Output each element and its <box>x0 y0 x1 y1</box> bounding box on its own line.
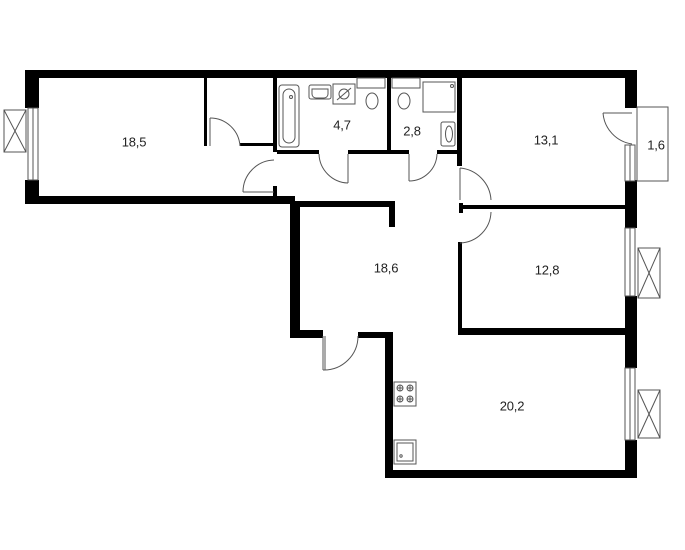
exterior-walls <box>25 70 637 478</box>
room-area-kitchen: 20,2 <box>499 398 525 414</box>
toilet-icon <box>397 92 411 110</box>
windows <box>3 106 669 441</box>
room-area-bedroom-1: 13,1 <box>533 132 559 148</box>
room-area-balcony: 1,6 <box>647 137 665 153</box>
kitchen-sink-icon <box>393 439 417 465</box>
doors <box>209 112 633 371</box>
toilet-icon <box>365 92 379 110</box>
room-area-bedroom-2: 12,8 <box>534 262 560 278</box>
shower-icon <box>422 81 456 113</box>
room-area-hall: 18,6 <box>373 260 399 276</box>
sink-icon <box>440 121 456 147</box>
toilet-tank-icon <box>356 77 386 89</box>
interior-walls <box>204 78 627 335</box>
room-area-bathroom: 4,7 <box>333 117 351 133</box>
bathtub-icon <box>278 84 300 148</box>
sink-icon <box>308 84 332 100</box>
washing-machine-icon <box>332 83 356 105</box>
room-area-living: 18,5 <box>121 134 147 150</box>
stove-icon <box>393 381 417 407</box>
toilet-tank-icon <box>391 77 421 89</box>
bathroom-fixtures <box>278 77 456 148</box>
kitchen-fixtures <box>393 381 417 465</box>
room-area-toilet: 2,8 <box>403 123 421 139</box>
